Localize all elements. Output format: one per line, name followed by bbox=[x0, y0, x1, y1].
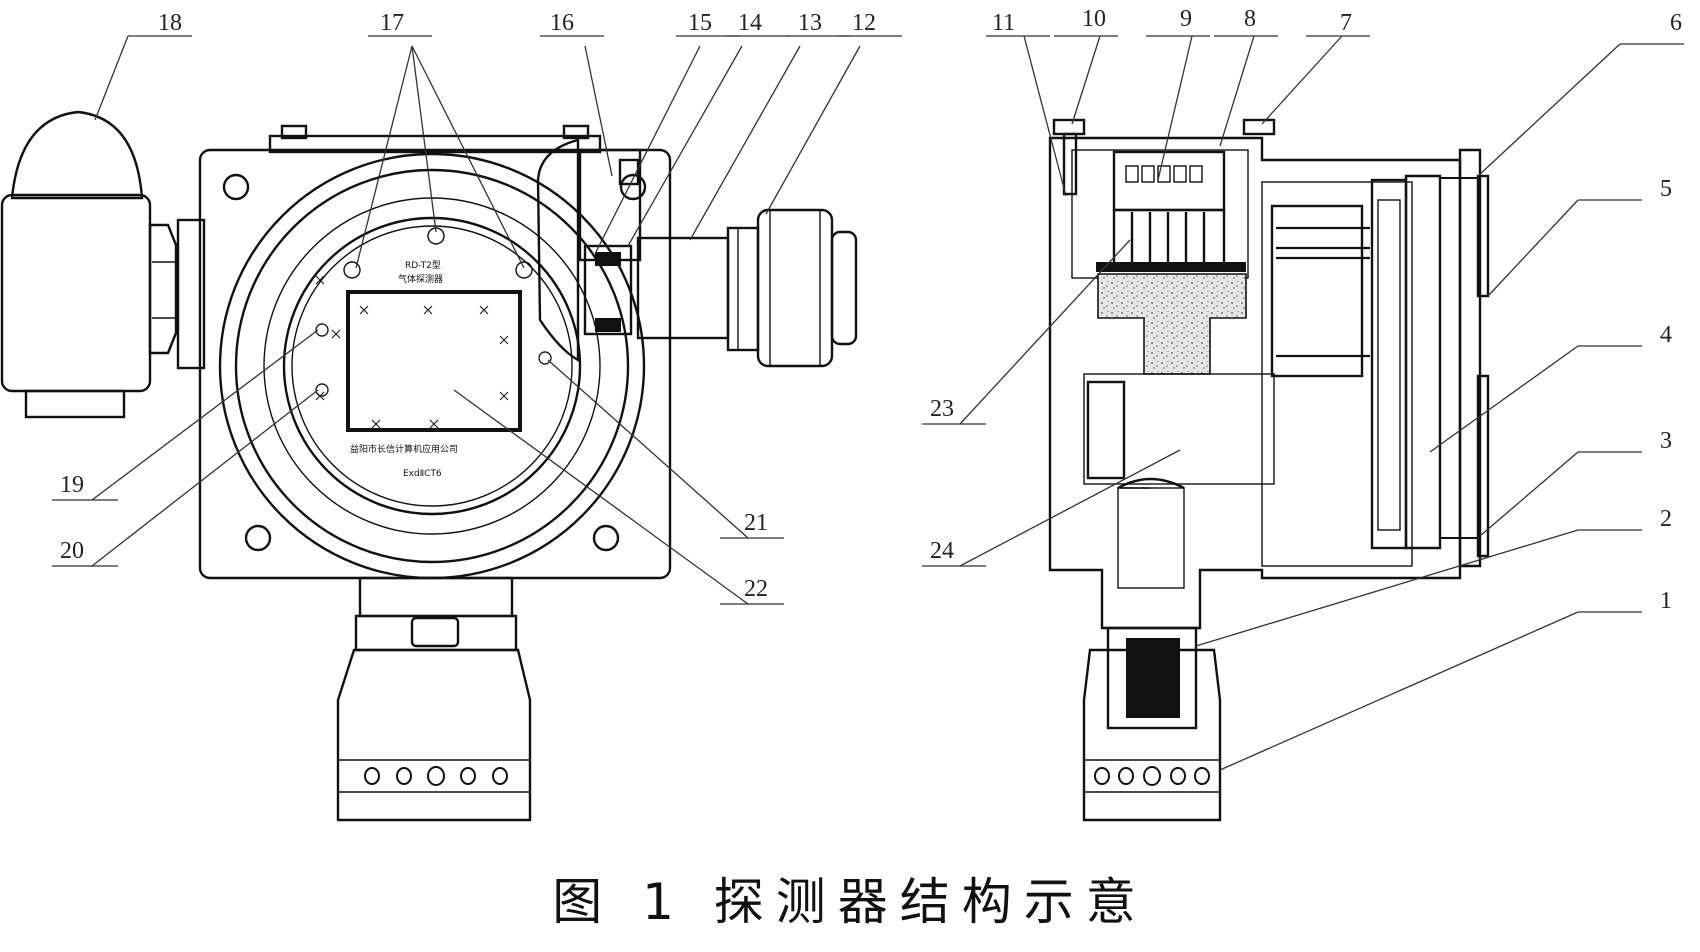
callout-10: 10 bbox=[1082, 6, 1106, 32]
callout-8: 8 bbox=[1244, 6, 1256, 32]
sensor-head-front bbox=[336, 576, 532, 822]
front-view: RD-T2型 气体探测器 益阳市长信计算机应用公司 ExdⅡCT6 bbox=[0, 110, 858, 822]
plate-exmark: ExdⅡCT6 bbox=[403, 469, 442, 479]
terminal-block bbox=[1096, 150, 1246, 272]
plate-model: RD-T2型 bbox=[405, 260, 441, 271]
callout-11: 11 bbox=[992, 10, 1015, 36]
display-window bbox=[346, 290, 522, 432]
callout-6: 6 bbox=[1670, 10, 1682, 36]
callout-22: 22 bbox=[744, 576, 768, 602]
callout-3: 3 bbox=[1660, 428, 1672, 454]
callout-labels: 18 17 16 15 14 13 12 19 20 21 22 11 10 9… bbox=[60, 6, 1682, 614]
callout-7: 7 bbox=[1340, 10, 1352, 36]
figure-caption: 图 1 探测器结构示意 bbox=[552, 873, 1148, 931]
callout-12: 12 bbox=[852, 10, 876, 36]
callout-17: 17 bbox=[380, 10, 404, 36]
callout-15: 15 bbox=[688, 10, 712, 36]
section-view bbox=[1048, 118, 1490, 822]
callout-16: 16 bbox=[550, 10, 574, 36]
callout-5: 5 bbox=[1660, 176, 1672, 202]
leader-lines bbox=[52, 35, 1684, 771]
plate-maker: 益阳市长信计算机应用公司 bbox=[350, 443, 458, 455]
callout-4: 4 bbox=[1660, 322, 1672, 348]
plate-name: 气体探测器 bbox=[398, 273, 443, 285]
callout-19: 19 bbox=[60, 472, 84, 498]
callout-20: 20 bbox=[60, 538, 84, 564]
callout-9: 9 bbox=[1180, 6, 1192, 32]
callout-21: 21 bbox=[744, 510, 768, 536]
alarm-lamp bbox=[0, 110, 178, 419]
callout-13: 13 bbox=[798, 10, 822, 36]
callout-23: 23 bbox=[930, 396, 954, 422]
callout-2: 2 bbox=[1660, 506, 1672, 532]
callout-1: 1 bbox=[1660, 588, 1672, 614]
callout-14: 14 bbox=[738, 10, 762, 36]
callout-24: 24 bbox=[930, 538, 954, 564]
callout-18: 18 bbox=[158, 10, 182, 36]
